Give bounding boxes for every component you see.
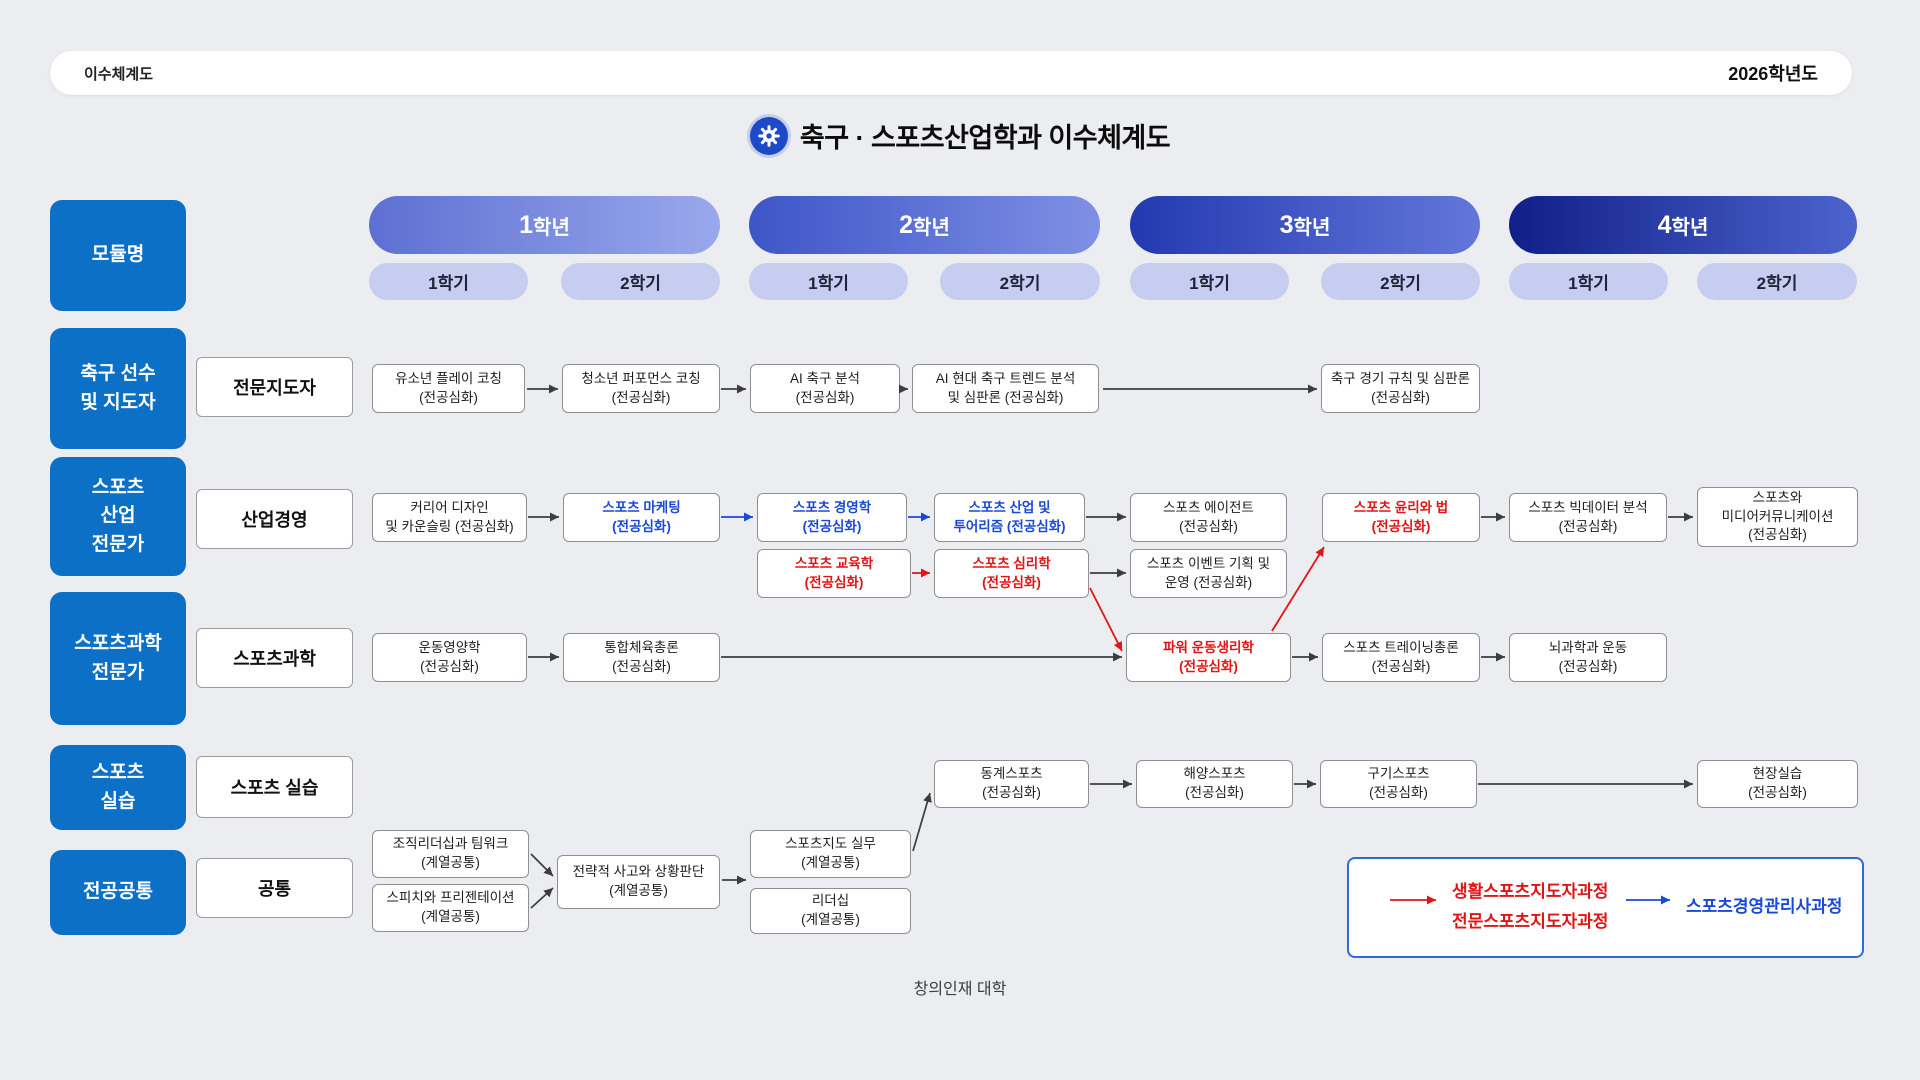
page-title: 축구 · 스포츠산업학과 이수체계도 (799, 123, 1171, 153)
course-box: 스피치와 프리젠테이션(계열공통) (372, 884, 529, 932)
track-professional-coach: 전문지도자 (196, 357, 353, 417)
semester-pill-2-2: 2학기 (940, 263, 1100, 300)
page-title-row: 축구 · 스포츠산업학과 이수체계도 (0, 116, 1920, 155)
legend-red-courses: 생활스포츠지도자과정 전문스포츠지도자과정 (1452, 882, 1609, 931)
course-box: 스포츠 교육학(전공심화) (757, 549, 911, 598)
flow-arrow (530, 853, 554, 877)
header-bar: 이수체계도 2026학년도 (50, 51, 1852, 95)
course-box: 통합체육총론(전공심화) (563, 633, 720, 682)
course-box: 스포츠 빅데이터 분석(전공심화) (1509, 493, 1667, 542)
course-box: 스포츠 심리학(전공심화) (934, 549, 1089, 598)
semester-pill-2-1: 1학기 (749, 263, 908, 300)
flow-arrow (912, 792, 932, 852)
module-sports-industry-expert: 스포츠 산업 전문가 (50, 457, 186, 576)
semester-pill-4-1: 1학기 (1509, 263, 1668, 300)
course-box: 현장실습(전공심화) (1697, 760, 1858, 808)
semester-pill-3-1: 1학기 (1130, 263, 1289, 300)
course-box: 전략적 사고와 상황판단(계열공통) (557, 855, 720, 909)
course-box: 축구 경기 규칙 및 심판론(전공심화) (1321, 364, 1480, 413)
track-industry-management: 산업경영 (196, 489, 353, 549)
course-box: 스포츠 트레이닝총론(전공심화) (1322, 633, 1480, 682)
track-common: 공통 (196, 858, 353, 918)
course-box: 청소년 퍼포먼스 코칭(전공심화) (562, 364, 720, 413)
course-box: 스포츠지도 실무(계열공통) (750, 830, 911, 878)
course-box: 해양스포츠(전공심화) (1136, 760, 1293, 808)
track-sports-practice: 스포츠 실습 (196, 756, 353, 818)
college-name: 창의인재 대학 (913, 981, 1007, 998)
module-sports-practice: 스포츠 실습 (50, 745, 186, 830)
semester-pill-1-1: 1학기 (369, 263, 528, 300)
course-box: 스포츠 윤리와 법(전공심화) (1322, 493, 1480, 542)
academic-year: 2026학년도 (1728, 64, 1818, 84)
module-name-header: 모듈명 (50, 200, 186, 311)
page-label: 이수체계도 (84, 65, 154, 83)
module-major-common: 전공공통 (50, 850, 186, 935)
course-box: 운동영양학(전공심화) (372, 633, 527, 682)
semester-pill-4-2: 2학기 (1697, 263, 1857, 300)
course-box: 파워 운동생리학(전공심화) (1126, 633, 1291, 682)
course-box: 동계스포츠(전공심화) (934, 760, 1089, 808)
flow-arrow (530, 887, 554, 909)
course-box: 스포츠 경영학(전공심화) (757, 493, 907, 542)
course-box: 스포츠 마케팅(전공심화) (563, 493, 720, 542)
course-box: 뇌과학과 운동(전공심화) (1509, 633, 1667, 682)
course-box: 조직리더십과 팀워크(계열공통) (372, 830, 529, 878)
course-box: 구기스포츠(전공심화) (1320, 760, 1477, 808)
flow-arrow (1089, 587, 1123, 652)
module-sports-science-expert: 스포츠과학 전문가 (50, 592, 186, 725)
course-box: 유소년 플레이 코칭(전공심화) (372, 364, 525, 413)
track-sports-science: 스포츠과학 (196, 628, 353, 688)
semester-pill-3-2: 2학기 (1321, 263, 1480, 300)
legend: 생활스포츠지도자과정 전문스포츠지도자과정 스포츠경영관리사과정 (1347, 857, 1864, 958)
module-soccer-player-coach: 축구 선수 및 지도자 (50, 328, 186, 449)
course-box: 스포츠 에이전트(전공심화) (1130, 493, 1287, 542)
gear-icon (749, 116, 788, 155)
course-box: 리더십(계열공통) (750, 888, 911, 934)
legend-blue-course: 스포츠경영관리사과정 (1686, 897, 1843, 916)
semester-pill-1-2: 2학기 (561, 263, 720, 300)
course-box: AI 축구 분석(전공심화) (750, 364, 900, 413)
